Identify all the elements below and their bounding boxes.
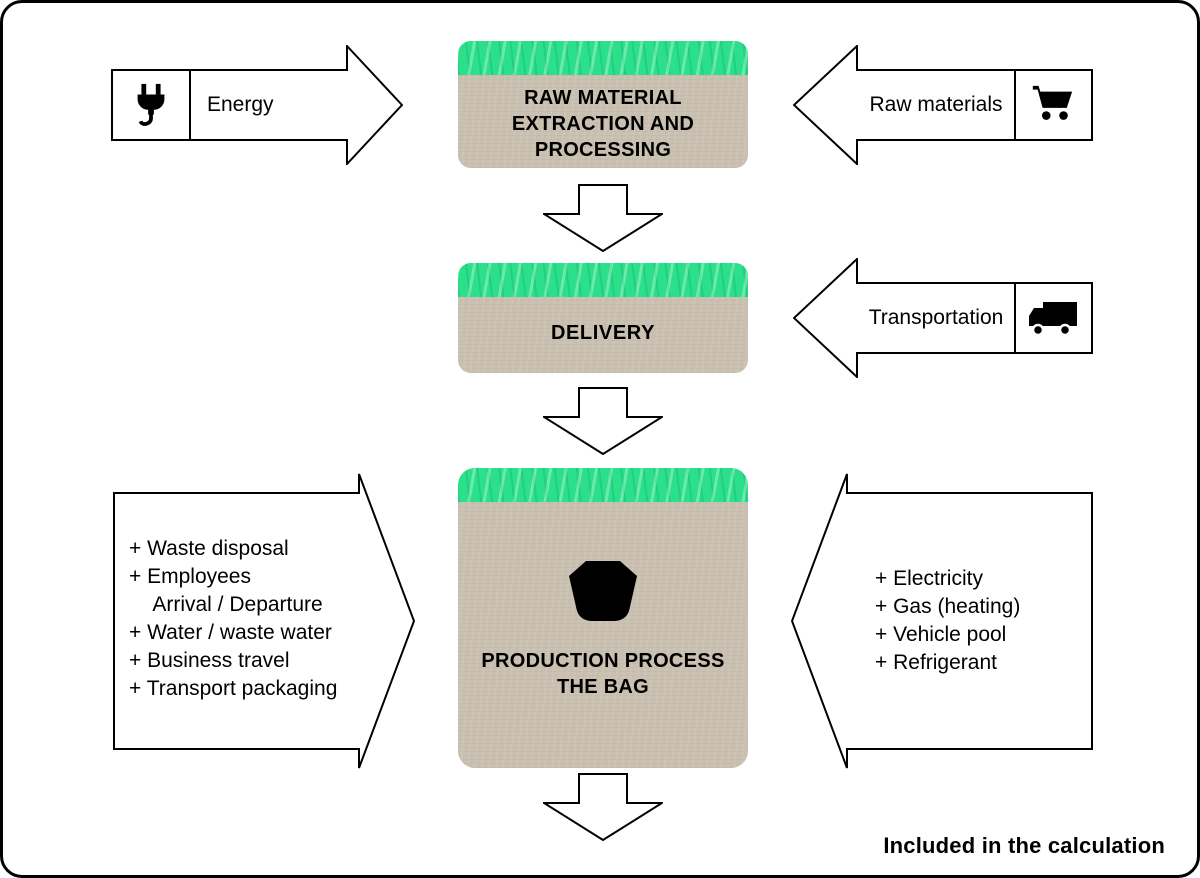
input-list-item: + Business travel <box>129 649 290 672</box>
transportation-input-arrow: Transportation <box>793 258 1093 378</box>
right-arrow-shape <box>113 473 415 769</box>
cart-icon <box>1029 82 1075 133</box>
input-list-item: + Transport packaging <box>129 677 338 700</box>
energy-input-arrow: Energy <box>111 45 403 165</box>
input-list-item: + Waste disposal <box>129 537 289 560</box>
production-inputs-right-arrow: + Electricity + Gas (heating) + Vehicle … <box>791 473 1093 769</box>
delivery-box-title: DELIVERY <box>550 322 656 344</box>
title-line: PRODUCTION PROCESS <box>481 650 725 672</box>
green-band <box>458 263 748 297</box>
input-list-item: + Water / waste water <box>129 621 332 644</box>
raw-material-box: RAW MATERIAL EXTRACTION AND PROCESSING <box>458 41 748 168</box>
input-list-item: + Gas (heating) <box>875 595 1021 618</box>
energy-label: Energy <box>207 93 274 116</box>
transportation-label: Transportation <box>868 306 1004 329</box>
title-line: PROCESSING <box>534 139 672 161</box>
input-list-item: Arrival / Departure <box>129 593 323 616</box>
down-arrow-icon <box>543 184 663 252</box>
left-inputs-list: + Waste disposal + Employees Arrival / D… <box>129 535 337 703</box>
title-line: EXTRACTION AND <box>511 113 695 135</box>
input-list-item: + Refrigerant <box>875 651 997 674</box>
production-process-box: PRODUCTION PROCESS THE BAG <box>458 468 748 768</box>
right-inputs-list: + Electricity + Gas (heating) + Vehicle … <box>875 565 1020 677</box>
raw-material-box-title: RAW MATERIAL EXTRACTION AND PROCESSING <box>458 85 748 163</box>
green-band <box>458 468 748 502</box>
bag-icon <box>567 560 639 622</box>
footer-caption: Included in the calculation <box>883 833 1165 858</box>
right-arrow-shape <box>111 45 403 165</box>
down-arrow-icon <box>543 387 663 455</box>
green-band <box>458 41 748 75</box>
left-arrow-shape <box>791 473 1093 769</box>
left-arrow-shape <box>793 258 1093 378</box>
truck-icon <box>1027 296 1079 345</box>
delivery-box: DELIVERY <box>458 263 748 373</box>
raw-materials-label: Raw materials <box>869 93 1003 116</box>
title-line: THE BAG <box>556 676 650 698</box>
raw-materials-input-arrow: Raw materials <box>793 45 1093 165</box>
input-list-item: + Electricity <box>875 567 983 590</box>
plug-icon <box>128 82 174 133</box>
production-inputs-left-arrow: + Waste disposal + Employees Arrival / D… <box>113 473 415 769</box>
input-list-item: + Vehicle pool <box>875 623 1007 646</box>
down-arrow-icon <box>543 773 663 841</box>
production-box-title: PRODUCTION PROCESS THE BAG <box>458 648 748 700</box>
title-line: RAW MATERIAL <box>524 87 682 109</box>
left-arrow-shape <box>793 45 1093 165</box>
input-list-item: + Employees <box>129 565 251 588</box>
